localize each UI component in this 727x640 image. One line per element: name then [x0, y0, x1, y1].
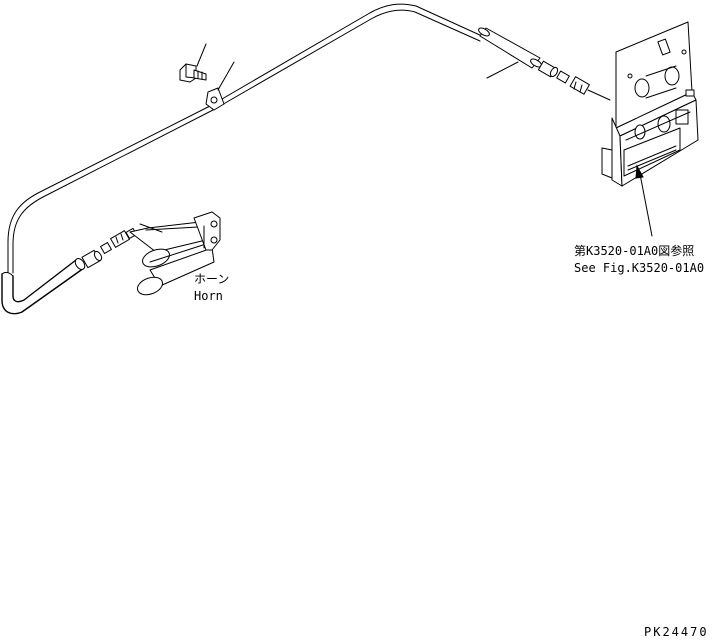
connector-fittings-right [537, 60, 611, 101]
leader-arrow [635, 164, 653, 237]
bracket-panel [601, 21, 699, 187]
bolt-icon [179, 43, 207, 83]
drawing-code: PK24470 [644, 625, 709, 639]
clamp-icon [205, 61, 235, 111]
air-tube [7, 3, 483, 274]
horn-label-en: Horn [194, 289, 223, 303]
horn-icon [129, 211, 221, 296]
elbow-hose [1, 258, 86, 315]
connector-fittings [81, 227, 137, 269]
horn-label-jp: ホーン [194, 272, 229, 286]
reference-label-en: See Fig.K3520-01A0 [574, 261, 704, 275]
reference-label-jp: 第K3520-01A0図参照 [574, 243, 694, 258]
tube-end [478, 27, 542, 79]
